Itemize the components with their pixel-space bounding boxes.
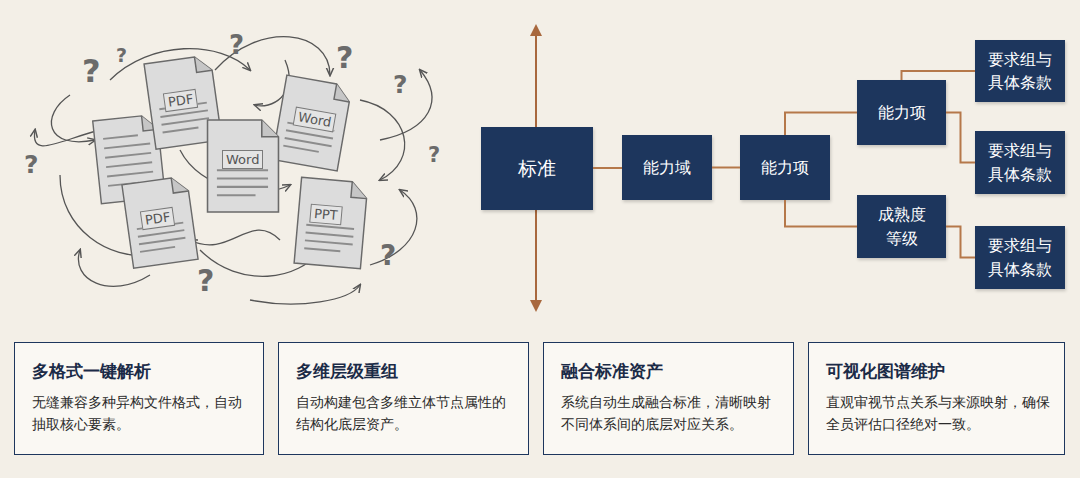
box-label-group: 成熟度 等级 (867, 203, 937, 249)
question-mark: ? (336, 40, 353, 75)
card-body: 自动构建包含多维立体节点属性的结构化底层资产。 (296, 392, 514, 436)
box-label-group: 能力域 (643, 156, 691, 179)
hierarchy-box: 要求组与 具体条款 (975, 40, 1065, 102)
card-heading: 融合标准资产 (561, 360, 779, 383)
box-label: 能力项 (878, 101, 926, 124)
question-mark: ? (24, 150, 39, 179)
question-mark: ? (116, 44, 127, 66)
question-mark: ? (428, 143, 440, 167)
question-mark: ? (229, 30, 244, 60)
hierarchy-box: 成熟度 等级 (857, 195, 946, 258)
box-label-group: 要求组与 具体条款 (985, 139, 1055, 185)
file-type-label: Word (222, 150, 263, 169)
connector-line (785, 113, 857, 136)
feature-card: 多维层级重组自动构建包含多维立体节点属性的结构化底层资产。 (278, 342, 529, 455)
curved-arrow (51, 95, 95, 142)
card-body: 直观审视节点关系与来源映射，确保全员评估口径绝对一致。 (826, 392, 1050, 436)
feature-card: 多格式一键解析无缝兼容多种异构文件格式，自动抽取核心要素。 (14, 342, 264, 455)
curved-arrow (250, 285, 360, 304)
connector-line (593, 167, 622, 169)
card-heading: 多格式一键解析 (32, 360, 249, 383)
box-label-group: 标准 (518, 155, 556, 183)
axis-arrowhead (530, 300, 542, 312)
box-label: 成熟度 等级 (867, 203, 937, 249)
document-icon (122, 176, 198, 268)
box-label: 要求组与 具体条款 (985, 234, 1055, 280)
card-heading: 可视化图谱维护 (826, 360, 1050, 383)
box-label: 能力项 (761, 156, 809, 179)
connector-line (785, 200, 857, 227)
hierarchy-box: 要求组与 具体条款 (975, 226, 1065, 289)
curved-arrow (34, 130, 100, 146)
question-mark: ? (393, 70, 408, 99)
connector-line (946, 113, 975, 163)
connector-line (902, 71, 976, 80)
chaos-arrows (34, 37, 431, 304)
curved-arrow (380, 70, 432, 140)
box-label-group: 要求组与 具体条款 (985, 48, 1055, 94)
question-mark: ? (82, 52, 101, 90)
connector-line (712, 167, 740, 169)
box-label: 能力域 (643, 156, 691, 179)
hierarchy-box: 能力项 (740, 135, 830, 200)
feature-card: 可视化图谱维护直观审视节点关系与来源映射，确保全员评估口径绝对一致。 (808, 342, 1065, 455)
box-label-group: 能力项 (761, 156, 809, 179)
curved-arrow (190, 230, 280, 245)
box-label: 标准 (518, 155, 556, 183)
card-heading: 多维层级重组 (296, 360, 514, 383)
document-icon (294, 177, 368, 269)
document-icon (272, 75, 352, 171)
hierarchy-box: 能力项 (857, 80, 946, 145)
hierarchy-box: 要求组与 具体条款 (975, 131, 1065, 194)
hierarchy-box: 能力域 (622, 135, 712, 200)
box-label: 要求组与 具体条款 (985, 139, 1055, 185)
box-label-group: 能力项 (878, 101, 926, 124)
axis-arrowhead (530, 24, 542, 36)
hierarchy-box: 标准 (481, 127, 593, 210)
card-body: 系统自动生成融合标准，清晰映射不同体系间的底层对应关系。 (561, 392, 779, 436)
question-mark: ? (380, 239, 396, 272)
file-type-label: PPT (309, 204, 342, 226)
question-mark: ? (197, 263, 214, 298)
feature-card: 融合标准资产系统自动生成融合标准，清晰映射不同体系间的底层对应关系。 (543, 342, 794, 455)
box-label: 要求组与 具体条款 (985, 48, 1055, 94)
card-body: 无缝兼容多种异构文件格式，自动抽取核心要素。 (32, 392, 249, 436)
connector-line (946, 227, 975, 258)
document-icon (208, 120, 279, 212)
box-label-group: 要求组与 具体条款 (985, 234, 1055, 280)
